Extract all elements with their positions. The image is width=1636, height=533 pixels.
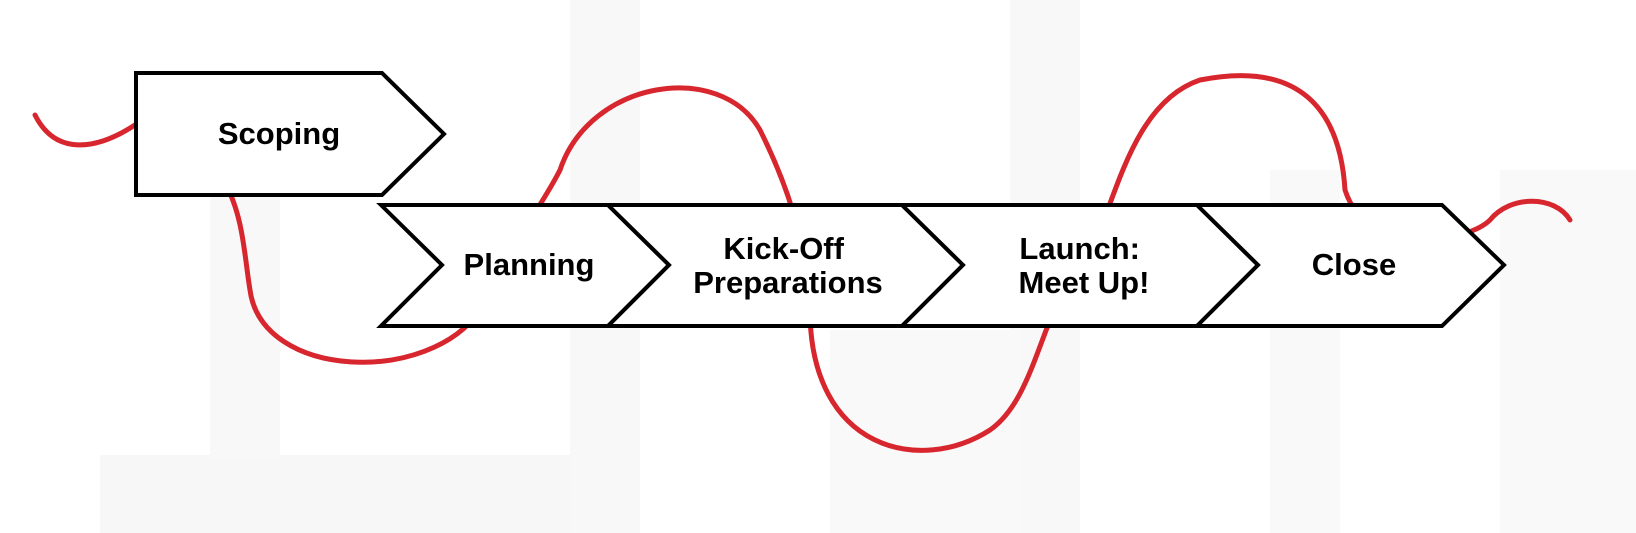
process-arrows bbox=[134, 71, 1507, 328]
step-label-kickoff: Kick-Off Preparations bbox=[693, 231, 883, 300]
step-arrow-close bbox=[1192, 203, 1507, 328]
step-labels: Scoping Planning Kick-Off Preparations L… bbox=[218, 116, 1396, 300]
step-arrow-scoping bbox=[134, 71, 447, 197]
step-label-scoping: Scoping bbox=[218, 116, 340, 151]
step-label-planning: Planning bbox=[464, 247, 595, 282]
step-label-launch: Launch: Meet Up! bbox=[1019, 231, 1150, 300]
step-label-close: Close bbox=[1312, 247, 1396, 282]
